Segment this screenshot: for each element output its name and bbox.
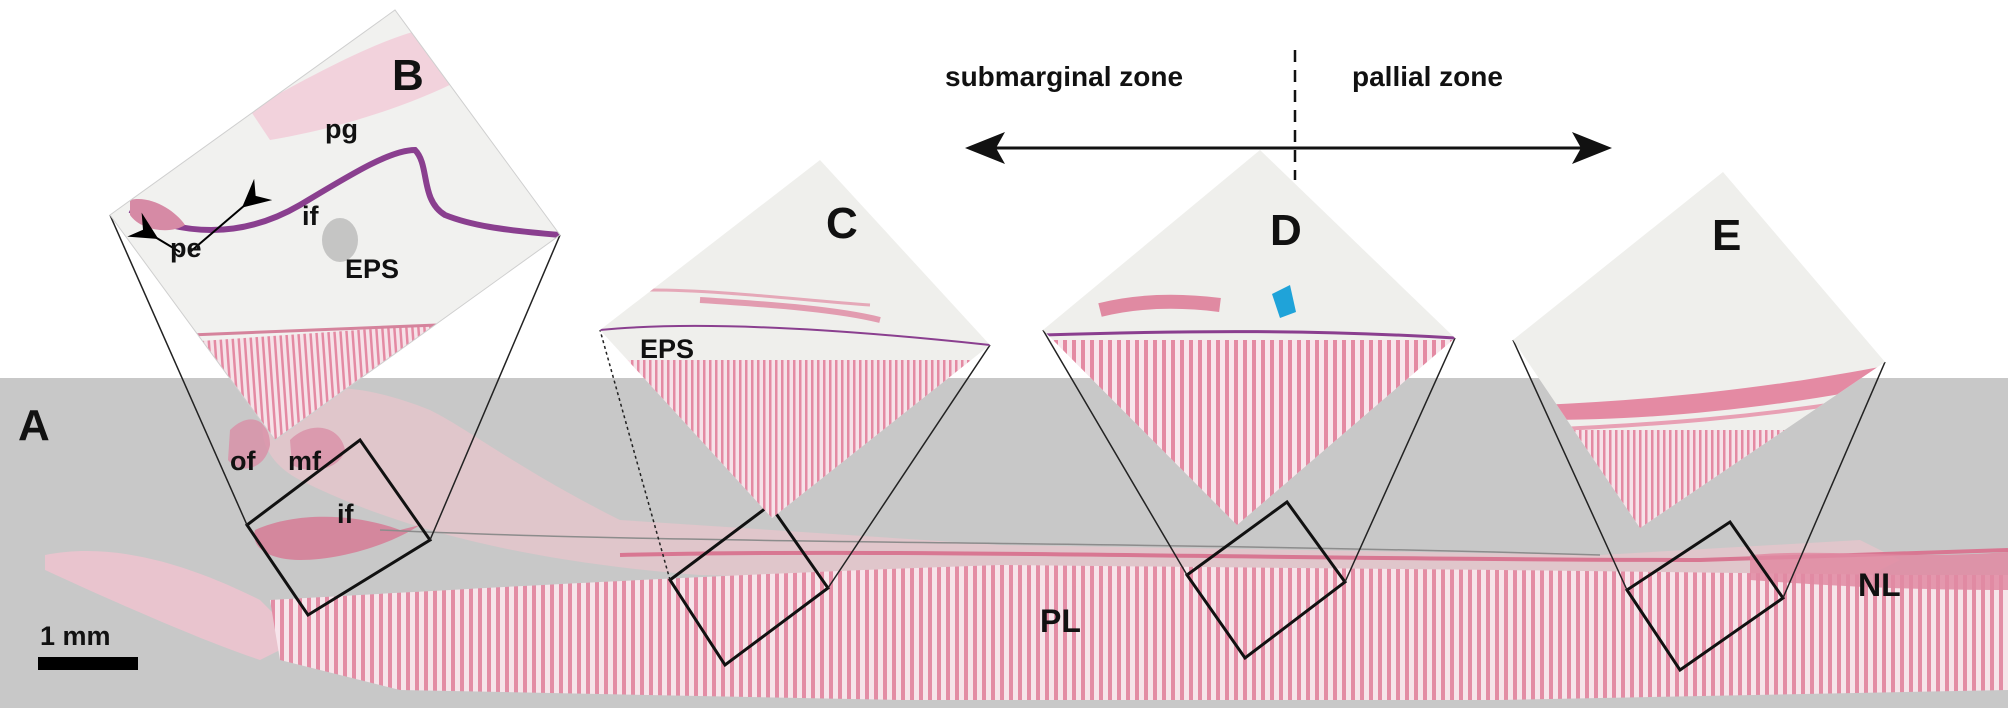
label-nl: NL (1858, 567, 1901, 603)
panel-label-a: A (18, 401, 50, 450)
arrowhead-marker (1272, 285, 1296, 318)
arrow-right-head (1572, 132, 1612, 164)
panel-label-c: C (826, 199, 858, 248)
label-mf: mf (288, 446, 322, 476)
scale-bar-label: 1 mm (40, 621, 111, 651)
label-eps-c: EPS (640, 334, 694, 364)
panel-a-tissue (45, 387, 2008, 700)
label-pe: pe (170, 233, 202, 263)
scale-bar: 1 mm (38, 621, 138, 670)
connector-lines (109, 214, 1886, 599)
zone-label-submarginal: submarginal zone (945, 61, 1183, 92)
zone-label-pallial: pallial zone (1352, 61, 1503, 92)
label-of: of (230, 446, 256, 476)
zone-indicator (965, 50, 1612, 180)
label-if-a: if (337, 499, 355, 529)
panel-label-b: B (392, 51, 424, 100)
scale-bar-line (38, 657, 138, 670)
label-if-b: if (302, 201, 320, 231)
panel-label-d: D (1270, 206, 1302, 255)
label-eps-b: EPS (345, 254, 399, 284)
label-pg: pg (325, 114, 358, 144)
label-pl: PL (1040, 603, 1081, 639)
arrow-left-head (965, 132, 1005, 164)
panel-label-e: E (1712, 211, 1741, 260)
